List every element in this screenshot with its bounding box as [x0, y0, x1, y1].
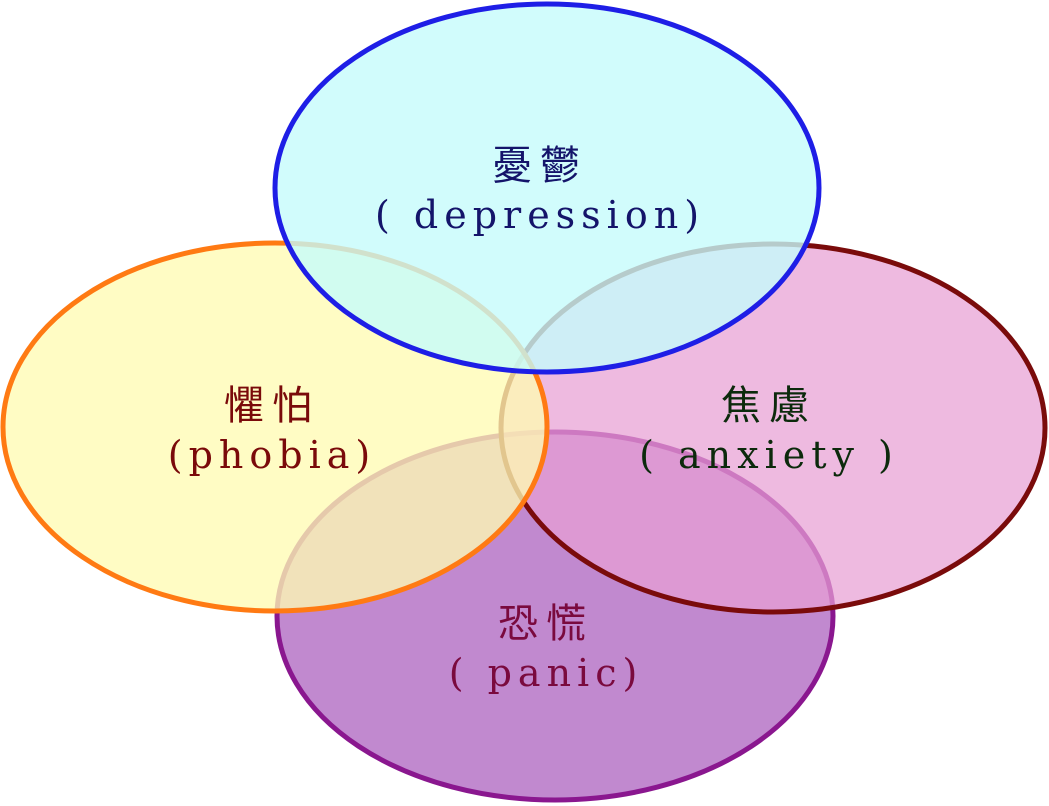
panic-label-chinese: 恐慌 [498, 601, 594, 647]
depression-label: 憂鬱 ( depression) [344, 142, 736, 240]
anxiety-label: 焦慮 ( anxiety ) [610, 382, 928, 480]
phobia-label: 懼怕 (phobia) [130, 382, 414, 480]
anxiety-label-english: ( anxiety ) [639, 433, 899, 477]
phobia-label-chinese: 懼怕 [224, 383, 320, 429]
depression-label-english: ( depression) [374, 193, 706, 237]
anxiety-label-chinese: 焦慮 [721, 383, 817, 429]
panic-label: 恐慌 ( panic) [412, 600, 680, 698]
depression-ellipse [272, 1, 822, 375]
panic-label-english: ( panic) [448, 651, 644, 695]
phobia-label-english: (phobia) [167, 433, 377, 477]
depression-label-chinese: 憂鬱 [492, 143, 588, 189]
